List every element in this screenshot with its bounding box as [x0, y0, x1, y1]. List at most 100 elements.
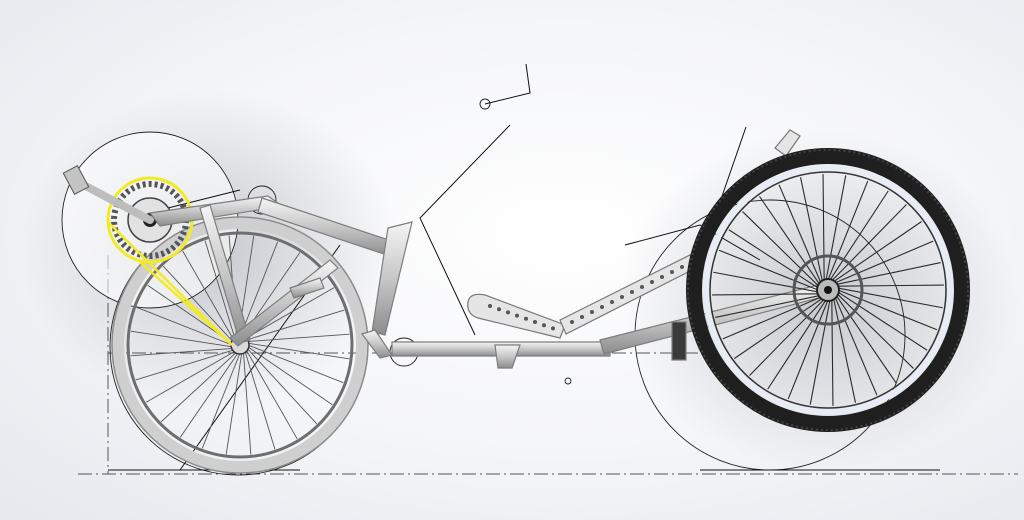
front-spokes	[130, 235, 350, 455]
rear-spoke	[799, 177, 823, 282]
crank-arm	[74, 178, 154, 224]
rear-spokes	[712, 174, 944, 406]
front-spoke	[247, 346, 333, 406]
seat-pan-hole	[488, 304, 492, 308]
rear-spoke	[728, 229, 819, 289]
rear-spoke	[809, 299, 831, 405]
rear-spoke	[834, 296, 878, 396]
rear-wheel[interactable]	[686, 148, 970, 432]
front-spoke	[179, 352, 239, 438]
rear-spoke	[837, 291, 928, 351]
front-wheel[interactable]	[111, 216, 369, 474]
seat-pan-hole	[551, 326, 555, 331]
rear-spoke	[835, 295, 897, 384]
seat-back-hole	[590, 310, 594, 314]
rear-spoke	[767, 299, 827, 390]
rear-spoke	[831, 299, 834, 406]
rear-spoke	[822, 174, 825, 281]
seat-line-sketch	[419, 124, 511, 336]
front-spoke	[247, 344, 344, 384]
rear-spoke	[759, 196, 821, 285]
front-spoke	[162, 265, 234, 342]
seat-back-hole	[580, 315, 584, 319]
seat-pivot-sketch-circle	[479, 98, 491, 110]
front-spoke	[182, 250, 235, 341]
rear-spoke	[734, 297, 823, 359]
rear-spoke	[831, 204, 907, 282]
front-spoke	[204, 240, 236, 339]
seat-pan-hole	[524, 316, 528, 321]
rear-spoke	[833, 298, 857, 403]
seat[interactable]	[467, 129, 801, 339]
rear-axle	[824, 286, 832, 294]
front-spoke	[225, 352, 243, 455]
rear-tire	[686, 148, 970, 432]
rear-rim-inner	[709, 171, 947, 409]
handlebar-link	[289, 277, 325, 299]
rear-spoke	[778, 184, 822, 284]
front-spoke	[245, 349, 298, 440]
sketch-lines	[108, 63, 940, 471]
rear-spoke	[836, 261, 941, 285]
steer-tube	[371, 221, 413, 336]
rear-spoke	[712, 293, 819, 296]
rear-spoke	[722, 296, 822, 340]
front-tire-edge	[111, 216, 369, 474]
rear-rim	[703, 165, 953, 415]
front-spoke	[201, 352, 241, 449]
rear-spoke	[825, 175, 847, 281]
front-spoke	[244, 351, 276, 450]
front-spoke	[246, 309, 345, 341]
front-spoke	[135, 349, 234, 381]
front-spoke	[247, 333, 350, 342]
front-tire-outer	[112, 217, 368, 473]
brake-disc	[792, 254, 864, 326]
brake-caliper	[671, 321, 687, 361]
front-spoke	[130, 330, 233, 348]
rear-spoke	[833, 221, 922, 283]
rear-spoke	[742, 211, 820, 287]
headrest-mount	[774, 129, 801, 157]
rear-spoke	[834, 240, 934, 284]
seat-pan-hole	[497, 307, 501, 312]
chain-sketch	[159, 189, 241, 211]
rear-spoke	[836, 293, 914, 369]
rear-spoke	[837, 284, 944, 287]
back-sketch	[624, 224, 761, 261]
rear-spoke	[713, 271, 819, 293]
front-spoke	[160, 351, 237, 423]
chain	[107, 221, 233, 346]
seat-back-hole	[570, 320, 574, 324]
rear-spoke	[827, 180, 869, 281]
seat-angle-sketch	[484, 63, 531, 105]
center-mark	[564, 377, 572, 385]
rear-spoke	[749, 298, 825, 376]
rear-spoke	[718, 249, 819, 291]
seat-back-hole	[630, 290, 634, 294]
front-spoke	[244, 287, 335, 340]
rear-spoke	[837, 287, 943, 309]
front-spoke	[246, 348, 318, 425]
rear-spoke	[787, 299, 829, 400]
seat-pan-hole	[515, 313, 519, 318]
rear-spoke	[837, 289, 938, 331]
rear-spoke	[829, 190, 889, 281]
front-spoke	[145, 350, 236, 403]
rear-tire-tread	[687, 149, 969, 431]
dropout-bracket	[494, 344, 521, 369]
seat-back-hole	[680, 265, 684, 269]
seat-back-hole	[620, 295, 624, 299]
front-spoke	[239, 241, 279, 338]
seat-back-hole	[610, 300, 614, 304]
seat-back-hole	[640, 285, 644, 289]
seat-pan-hole	[506, 310, 510, 315]
seat-pan-hole	[533, 320, 537, 324]
seat-holes	[488, 265, 684, 331]
main-tube-down	[361, 329, 393, 359]
seat-back-hole	[600, 305, 604, 309]
chain-bottom-run	[107, 221, 233, 346]
seat-back-hole	[650, 280, 654, 284]
front-spoke	[247, 342, 350, 360]
